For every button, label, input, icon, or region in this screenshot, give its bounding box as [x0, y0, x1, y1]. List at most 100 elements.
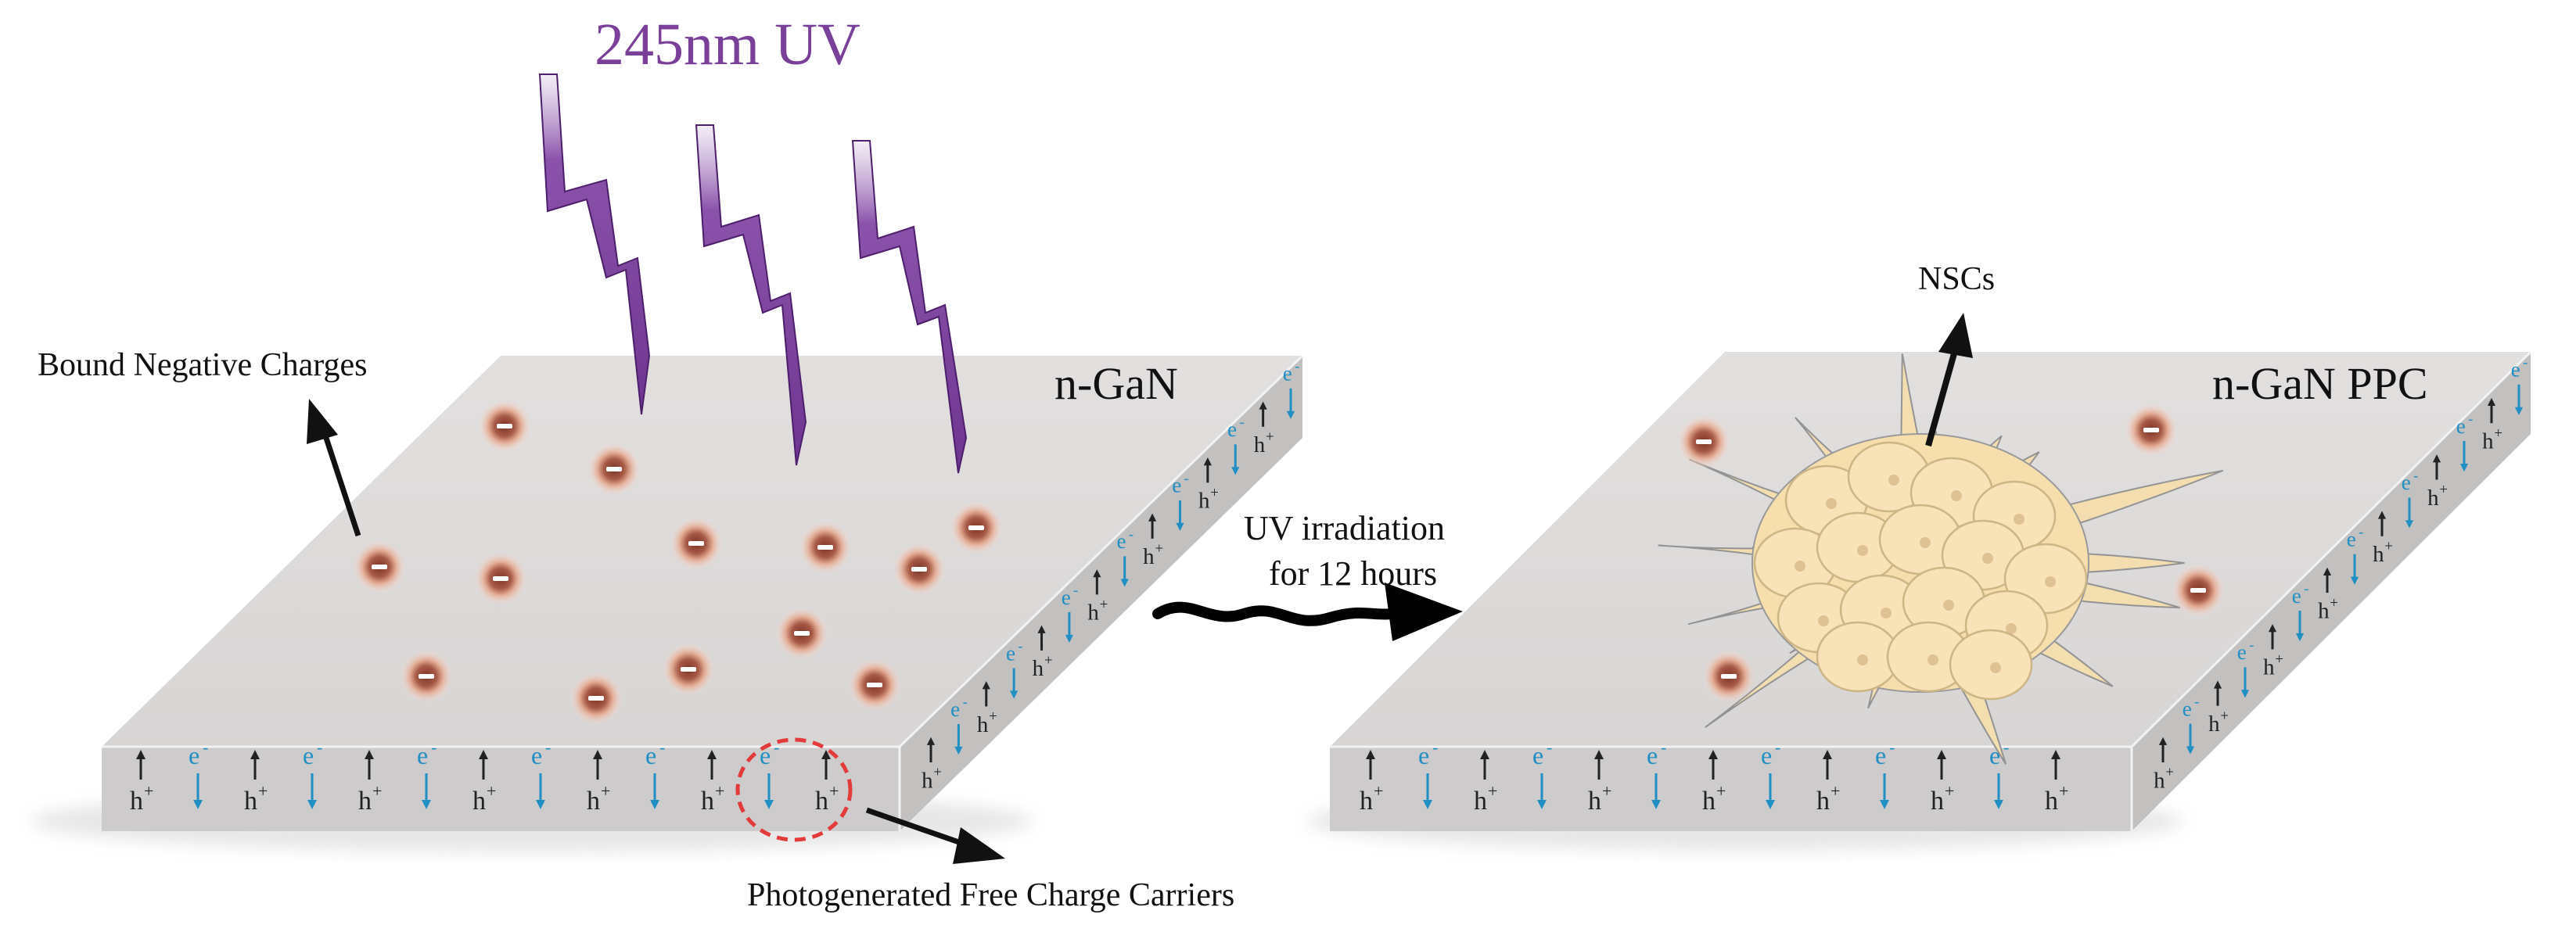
bound-negative-charge: [950, 501, 1003, 554]
svg-text:+: +: [1210, 485, 1219, 501]
svg-text:e: e: [2183, 697, 2192, 720]
svg-text:-: -: [2523, 355, 2527, 371]
free-carriers-arrow: [865, 807, 972, 849]
right-slab-front: [1330, 747, 2132, 831]
electron-carrier: e-: [2402, 468, 2418, 529]
svg-text:+: +: [715, 781, 724, 801]
svg-text:+: +: [2059, 781, 2068, 801]
hole-carrier: h+: [2263, 624, 2283, 680]
svg-text:+: +: [933, 765, 942, 781]
bound-negative-charge: [670, 517, 723, 570]
hole-carrier: h+: [587, 750, 610, 816]
svg-text:h: h: [2318, 598, 2330, 623]
electron-carrier: e-: [1172, 471, 1189, 531]
svg-text:+: +: [144, 781, 153, 801]
svg-text:h: h: [977, 712, 989, 737]
svg-text:+: +: [2330, 595, 2338, 611]
svg-text:-: -: [774, 737, 779, 757]
hole-carrier: h+: [358, 750, 382, 816]
left-slab-side: [900, 356, 1302, 831]
svg-text:h: h: [1087, 601, 1099, 626]
electron-carrier: e-: [1283, 359, 1299, 419]
svg-text:-: -: [1018, 638, 1022, 654]
svg-text:e: e: [1283, 362, 1292, 385]
bound-negative-charge: [662, 643, 715, 696]
svg-text:h: h: [2208, 712, 2220, 737]
left-front-carriers: h+e-h+e-h+e-h+e-h+e-h+e-h+: [130, 737, 839, 816]
hole-carrier: h+: [1254, 401, 1274, 457]
svg-text:+: +: [1488, 781, 1497, 801]
svg-text:e: e: [1532, 741, 1543, 769]
electron-carrier: e-: [1875, 737, 1895, 809]
uv-bolts: [538, 73, 968, 474]
hole-carrier: h+: [1360, 750, 1383, 816]
hole-carrier: h+: [2318, 567, 2338, 623]
irradiation-line-2: for 12 hours: [1269, 554, 1437, 593]
electron-carrier: e-: [531, 737, 551, 809]
svg-text:e: e: [303, 741, 314, 769]
svg-text:+: +: [2165, 765, 2174, 781]
svg-text:+: +: [2275, 651, 2283, 668]
svg-text:+: +: [2220, 708, 2229, 724]
left-slab-name: n-GaN: [1054, 358, 1178, 409]
svg-text:+: +: [1374, 781, 1383, 801]
svg-text:+: +: [2439, 482, 2448, 498]
svg-text:h: h: [1360, 787, 1373, 816]
svg-text:h: h: [1931, 787, 1944, 816]
svg-text:e: e: [1761, 741, 1772, 769]
hole-carrier: h+: [472, 750, 496, 816]
hole-carrier: h+: [1702, 750, 1726, 816]
svg-text:-: -: [1073, 583, 1078, 599]
svg-text:-: -: [659, 737, 665, 757]
svg-text:-: -: [2249, 637, 2254, 654]
svg-text:e: e: [189, 741, 199, 769]
svg-text:h: h: [2482, 428, 2494, 454]
right-slab-name: n-GaN PPC: [2212, 358, 2428, 409]
irradiation-arrowhead: [1385, 583, 1463, 641]
electron-carrier: e-: [1116, 526, 1134, 587]
bound-negative-charge: [587, 443, 641, 496]
svg-text:+: +: [258, 781, 268, 801]
svg-text:-: -: [1432, 737, 1438, 757]
svg-text:-: -: [1129, 526, 1134, 543]
svg-text:-: -: [2304, 581, 2308, 597]
svg-text:-: -: [203, 737, 208, 757]
svg-text:h: h: [1033, 656, 1044, 681]
nscs-arrow: [1925, 346, 1959, 447]
svg-text:-: -: [1295, 359, 1299, 375]
uv-bolt-3: [851, 140, 968, 474]
svg-text:h: h: [2427, 486, 2439, 511]
free-carriers-arrowhead: [953, 827, 1005, 864]
svg-text:e: e: [1418, 741, 1429, 769]
electron-carrier: e-: [1418, 737, 1438, 809]
nsc-cluster: [1658, 353, 2224, 765]
bound-charges-arrow: [320, 427, 361, 537]
bound-negative-charge: [478, 400, 531, 453]
svg-text:+: +: [372, 781, 382, 801]
bound-negative-charge: [775, 607, 828, 660]
svg-text:e: e: [1647, 741, 1658, 769]
bound-negative-charge: [353, 540, 406, 593]
hole-carrier: h+: [1931, 750, 1954, 816]
svg-text:h: h: [2373, 542, 2384, 567]
electron-carrier: e-: [2347, 525, 2363, 585]
highlight-circle: [735, 737, 853, 842]
right-side-carriers: h+e-h+e-h+e-h+e-h+e-h+e-h+e-: [2154, 355, 2527, 794]
svg-text:e: e: [1172, 474, 1181, 497]
svg-text:e: e: [2237, 640, 2247, 664]
hole-carrier: h+: [2208, 680, 2229, 737]
svg-text:e: e: [531, 741, 542, 769]
hole-carrier: h+: [1588, 750, 1611, 816]
svg-text:h: h: [815, 787, 828, 816]
svg-text:-: -: [431, 737, 437, 757]
electron-carrier: e-: [645, 737, 665, 809]
svg-text:+: +: [1945, 781, 1954, 801]
svg-text:h: h: [1588, 787, 1601, 816]
bound-negative-charge: [848, 658, 901, 712]
electron-carrier: e-: [1062, 583, 1078, 644]
bound-charges-arrowhead: [307, 399, 338, 444]
uv-title: 245nm UV: [595, 12, 860, 77]
electron-carrier: e-: [1006, 638, 1022, 699]
svg-text:e: e: [950, 697, 960, 721]
hole-carrier: h+: [2427, 454, 2448, 511]
